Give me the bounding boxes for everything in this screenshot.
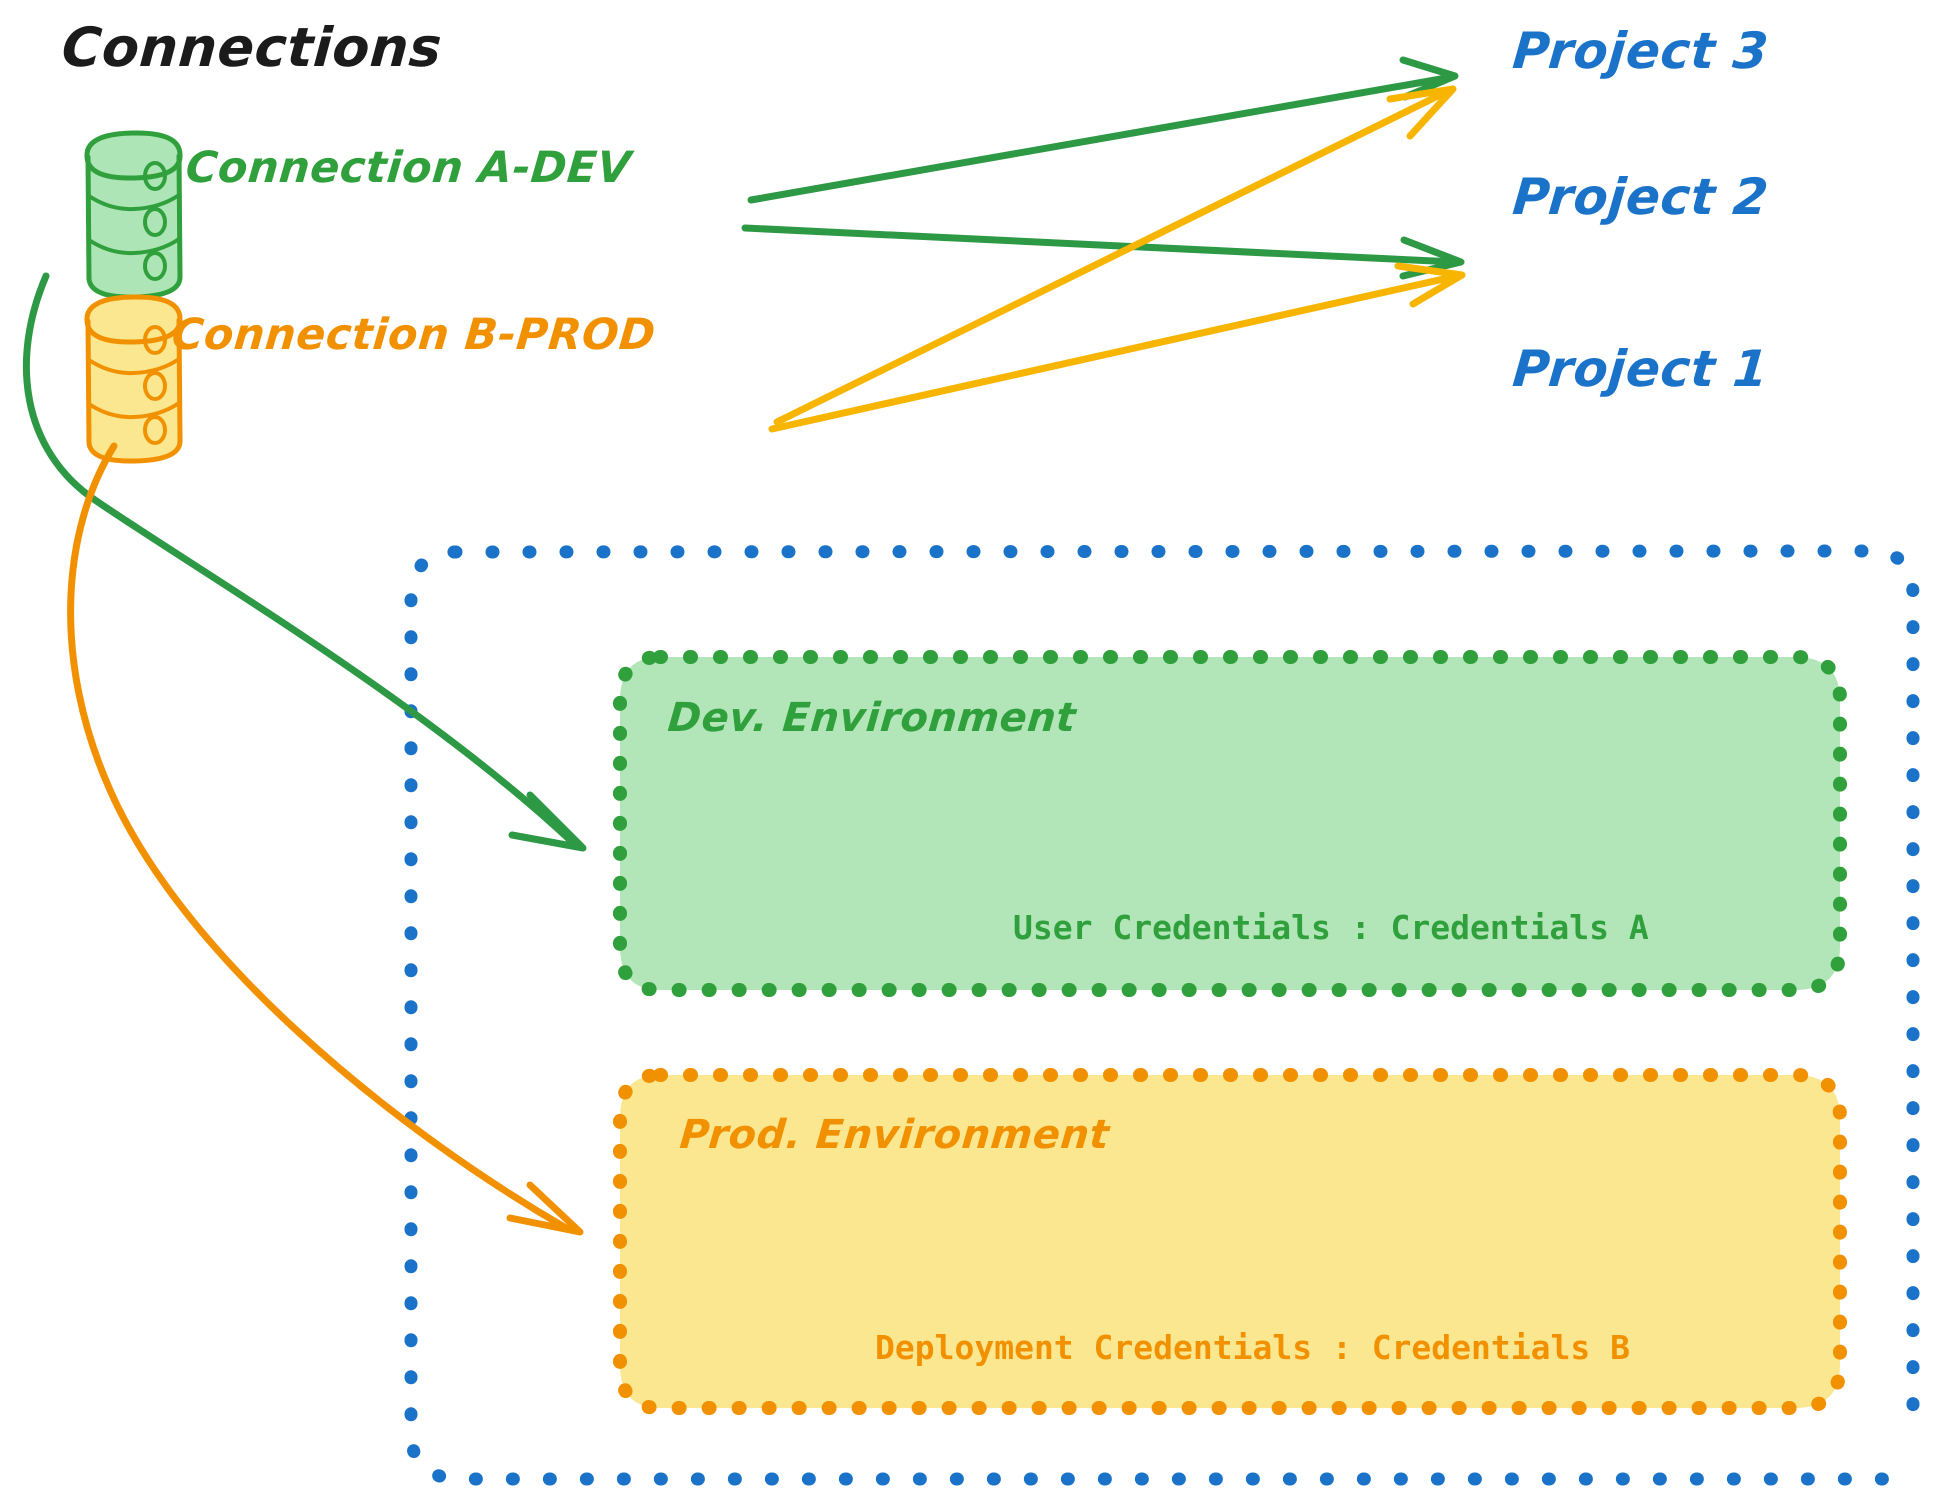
page-title: Connections xyxy=(59,16,444,79)
prod-environment-box[interactable] xyxy=(613,1068,1847,1415)
database-led-2-green xyxy=(143,207,167,237)
project-1-label[interactable]: Project 1 xyxy=(1510,340,1771,398)
arrowhead-amber-p3 xyxy=(1386,85,1457,140)
connection-b-prod-label[interactable]: Connection B-PROD xyxy=(169,310,658,360)
database-side-orange xyxy=(85,317,183,464)
prod-environment-credentials: Deployment Credentials : Credentials B xyxy=(875,1328,1630,1367)
arrowhead-green-dev xyxy=(508,791,587,852)
database-led-1-orange xyxy=(143,325,167,355)
database-divider-2-green xyxy=(87,237,181,256)
database-led-1-green xyxy=(143,161,167,191)
edge-b-prod-to-project-3 xyxy=(773,85,1457,426)
database-led-3-green xyxy=(143,251,167,281)
edge-a-dev-to-dev-environment xyxy=(22,272,587,852)
project-1-border-right xyxy=(448,544,1920,1443)
project-3-label[interactable]: Project 3 xyxy=(1510,22,1771,80)
dev-environment-credentials: User Credentials : Credentials A xyxy=(1013,908,1649,947)
database-divider-1-green xyxy=(87,193,181,212)
database-icon-connection-a-dev[interactable] xyxy=(84,130,183,300)
arrowhead-green-p3 xyxy=(1399,56,1459,101)
edge-a-dev-to-project-2 xyxy=(741,224,1465,280)
database-divider-1-orange xyxy=(87,357,181,376)
project-1-container[interactable] xyxy=(404,544,1920,1486)
edge-a-dev-to-project-3 xyxy=(747,56,1459,204)
edge-b-prod-to-project-2 xyxy=(768,262,1466,433)
prod-environment-fill xyxy=(620,1075,1840,1408)
prod-environment-border xyxy=(613,1068,1847,1415)
dev-environment-title: Dev. Environment xyxy=(665,695,1078,741)
database-led-3-orange xyxy=(143,415,167,445)
project-2-label[interactable]: Project 2 xyxy=(1510,168,1771,226)
dev-environment-border xyxy=(613,650,1847,997)
database-icon-connection-b-prod[interactable] xyxy=(84,294,183,464)
arrowhead-amber-p2 xyxy=(1394,262,1466,308)
project-1-border-left xyxy=(404,545,1912,1486)
database-led-2-orange xyxy=(143,371,167,401)
dev-environment-fill xyxy=(620,657,1840,990)
prod-environment-title: Prod. Environment xyxy=(677,1112,1112,1158)
database-divider-2-orange xyxy=(87,401,181,420)
arrowhead-orange-prod xyxy=(506,1181,584,1236)
dev-environment-box[interactable] xyxy=(613,650,1847,997)
edge-b-prod-to-prod-environment xyxy=(67,442,584,1236)
connection-a-dev-label[interactable]: Connection A-DEV xyxy=(183,143,634,193)
